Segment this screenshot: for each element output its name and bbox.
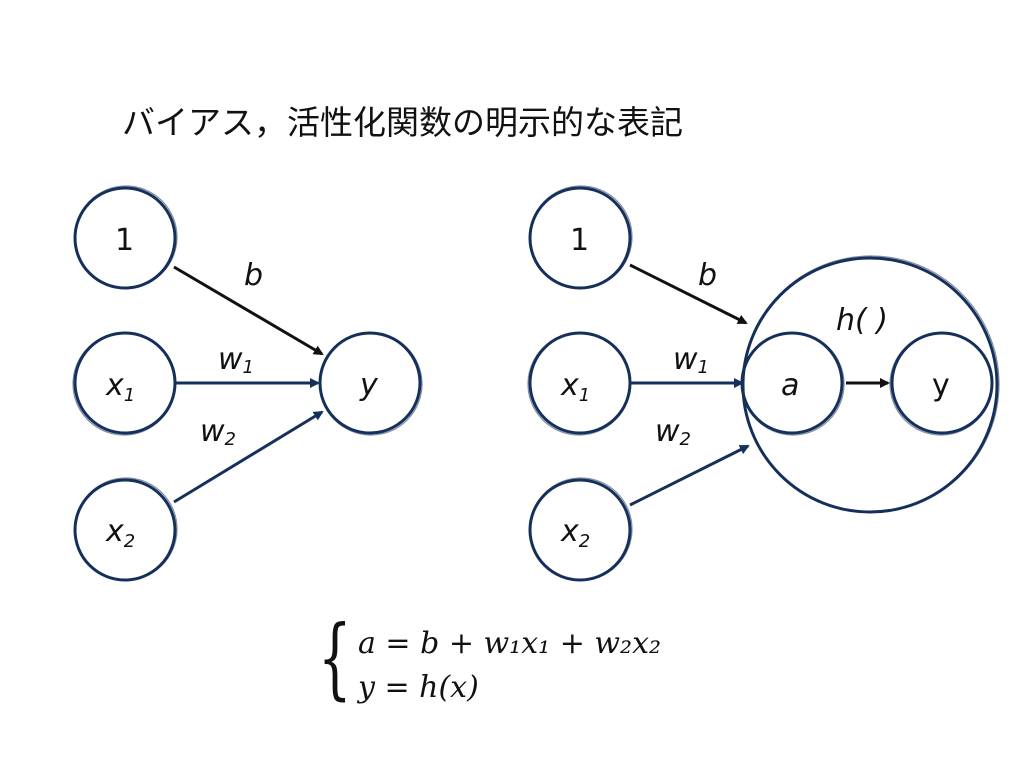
left-w2-sub: 2: [225, 429, 236, 450]
left-x2-node: x2: [73, 477, 178, 582]
right-bias-node: 1: [528, 185, 633, 290]
left-output-label: y: [359, 368, 379, 403]
slide-title: バイアス，活性化関数の明示的な表記: [122, 103, 683, 142]
right-x2-node: x2: [528, 477, 633, 582]
left-w1-sub: 1: [243, 357, 254, 378]
left-x1-label: x: [105, 368, 124, 403]
right-y-node: y: [889, 331, 994, 436]
right-w2-sub: 2: [680, 429, 691, 450]
right-w2-label: w: [655, 414, 680, 449]
left-x2-sub: 2: [124, 531, 135, 552]
right-w2-edge: [629, 444, 750, 507]
right-b-label: b: [698, 258, 717, 293]
svg-text:x2: x2: [105, 514, 135, 552]
left-x2-label: x: [105, 514, 124, 549]
equation-y: y = h(x): [358, 670, 479, 705]
left-brace: {: [318, 606, 352, 709]
activation-label: h( ): [836, 303, 888, 338]
right-w1-sub: 1: [698, 357, 709, 378]
right-x1-label: x: [560, 368, 579, 403]
svg-text:w1: w1: [218, 342, 254, 378]
svg-text:w1: w1: [673, 342, 709, 378]
right-a-node: a: [740, 331, 845, 436]
left-w2-label: w: [200, 414, 225, 449]
left-bias-edge: [173, 265, 324, 356]
left-x1-node: x1: [72, 331, 177, 436]
right-bias-edge: [629, 263, 748, 325]
left-output-node: y: [318, 331, 423, 436]
right-x2-sub: 2: [579, 531, 590, 552]
left-network: 1 x1 x2 y b w1 w2: [72, 185, 423, 582]
right-w1-label: w: [673, 342, 698, 377]
left-b-label: b: [244, 258, 263, 293]
svg-text:w2: w2: [200, 414, 236, 450]
right-x1-node: x1: [527, 331, 632, 436]
left-w1-label: w: [218, 342, 243, 377]
right-y-label: y: [932, 368, 950, 403]
svg-text:w2: w2: [655, 414, 691, 450]
svg-text:x1: x1: [560, 368, 590, 406]
left-bias-node-label: 1: [115, 223, 134, 258]
left-w2-edge: [173, 410, 324, 504]
right-x1-sub: 1: [579, 385, 590, 406]
right-x2-label: x: [560, 514, 579, 549]
svg-text:x2: x2: [560, 514, 590, 552]
svg-text:x1: x1: [105, 368, 135, 406]
right-network: 1 x1 x2 a y h( ) b: [527, 185, 1000, 582]
right-a-label: a: [781, 368, 799, 403]
equation-a: a = b + w₁x₁ + w₂x₂: [358, 626, 662, 661]
right-bias-node-label: 1: [570, 223, 589, 258]
left-x1-sub: 1: [124, 385, 135, 406]
left-bias-node: 1: [73, 185, 178, 290]
